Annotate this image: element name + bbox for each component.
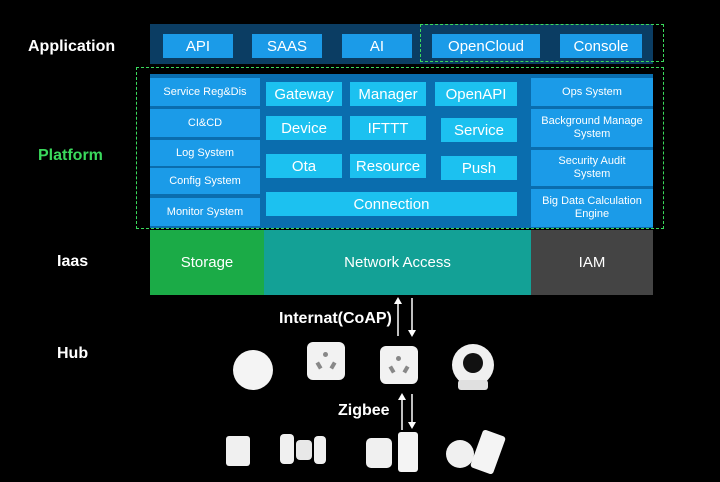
- zigbee-label: Zigbee: [338, 402, 390, 419]
- platform-resource: Resource: [350, 154, 426, 178]
- platform-cicd: CI&CD: [150, 109, 260, 137]
- app-saas: SAAS: [252, 34, 322, 58]
- platform-openapi: OpenAPI: [435, 82, 517, 106]
- platform-ops-system: Ops System: [531, 78, 653, 106]
- gateway-hub-device: [366, 438, 392, 468]
- app-opencloud: OpenCloud: [432, 34, 540, 58]
- wall-socket-device: [307, 342, 345, 380]
- platform-connection: Connection: [266, 192, 517, 216]
- application-layer-label: Application: [28, 38, 116, 55]
- platform-config-system: Config System: [150, 168, 260, 194]
- platform-dashed-frame: [136, 67, 664, 229]
- platform-layer-label: Platform: [38, 147, 103, 164]
- coap-label: Internat(CoAP): [279, 310, 392, 327]
- plug-adapter-device: [398, 432, 418, 472]
- platform-security-audit: Security Audit System: [531, 150, 653, 186]
- smart-plug-device: [380, 346, 418, 384]
- platform-big-data: Big Data Calculation Engine: [531, 189, 653, 227]
- motion-sensor-device: [469, 429, 507, 475]
- round-sensor-device: [233, 350, 273, 390]
- zigbee-arrows: [398, 393, 416, 430]
- platform-manager: Manager: [350, 82, 426, 106]
- iaas-network-access: Network Access: [264, 230, 531, 295]
- platform-ota: Ota: [266, 154, 342, 178]
- coap-arrows: [394, 297, 416, 337]
- door-sensor-magnet: [296, 440, 312, 460]
- camera-device: [452, 344, 494, 386]
- iaas-layer-label: Iaas: [57, 253, 89, 270]
- platform-service: Service: [441, 118, 517, 142]
- button-device: [446, 440, 474, 468]
- platform-device: Device: [266, 116, 342, 140]
- platform-gateway: Gateway: [266, 82, 342, 106]
- camera-stand: [458, 380, 488, 390]
- hub-layer-label: Hub: [57, 345, 89, 362]
- window-sensor-device: [314, 436, 326, 464]
- iaas-storage: Storage: [150, 230, 264, 295]
- platform-service-reg: Service Reg&Dis: [150, 78, 260, 106]
- iaas-iam: IAM: [531, 230, 653, 295]
- switch-device: [226, 436, 250, 466]
- platform-log-system: Log System: [150, 140, 260, 166]
- application-dashed-frame: [420, 24, 664, 62]
- platform-monitor-system: Monitor System: [150, 198, 260, 226]
- app-console: Console: [560, 34, 642, 58]
- platform-background-manage: Background Manage System: [531, 109, 653, 147]
- app-api: API: [163, 34, 233, 58]
- door-sensor-device: [280, 434, 294, 464]
- platform-push: Push: [441, 156, 517, 180]
- app-ai: AI: [342, 34, 412, 58]
- platform-ifttt: IFTTT: [350, 116, 426, 140]
